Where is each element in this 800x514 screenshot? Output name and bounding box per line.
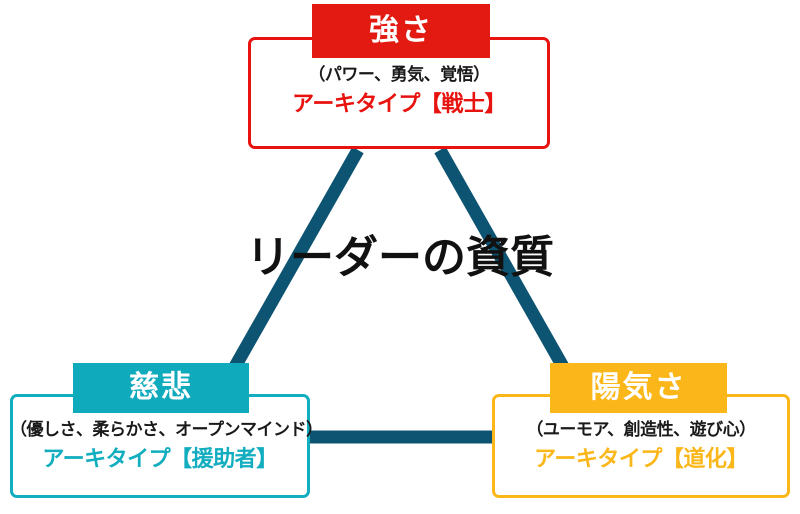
node-compassion-traits: （優しさ、柔らかさ、オープンマインド） xyxy=(10,420,323,439)
node-compassion-header: 慈悲 xyxy=(73,363,249,413)
node-cheerfulness-archetype: アーキタイプ【道化】 xyxy=(534,445,748,471)
node-compassion-body: （優しさ、柔らかさ、オープンマインド） アーキタイプ【援助者】 xyxy=(10,420,323,471)
node-strength-body: （パワー、勇気、覚悟） アーキタイプ【戦士】 xyxy=(248,65,550,116)
connector-top-to-left xyxy=(226,146,364,376)
node-compassion-archetype: アーキタイプ【援助者】 xyxy=(42,445,278,471)
node-cheerfulness-header: 陽気さ xyxy=(550,363,727,413)
node-strength-archetype: アーキタイプ【戦士】 xyxy=(292,90,506,116)
node-strength-traits: （パワー、勇気、覚悟） xyxy=(308,65,490,84)
node-cheerfulness-frame xyxy=(492,394,790,498)
connector-top-to-right xyxy=(434,146,572,376)
page-title: リーダーの資質 xyxy=(246,233,554,282)
node-cheerfulness-body: （ユーモア、創造性、遊び心） アーキタイプ【道化】 xyxy=(492,420,790,471)
node-cheerfulness-traits: （ユーモア、創造性、遊び心） xyxy=(526,420,756,439)
node-strength-header: 強さ xyxy=(312,4,490,58)
